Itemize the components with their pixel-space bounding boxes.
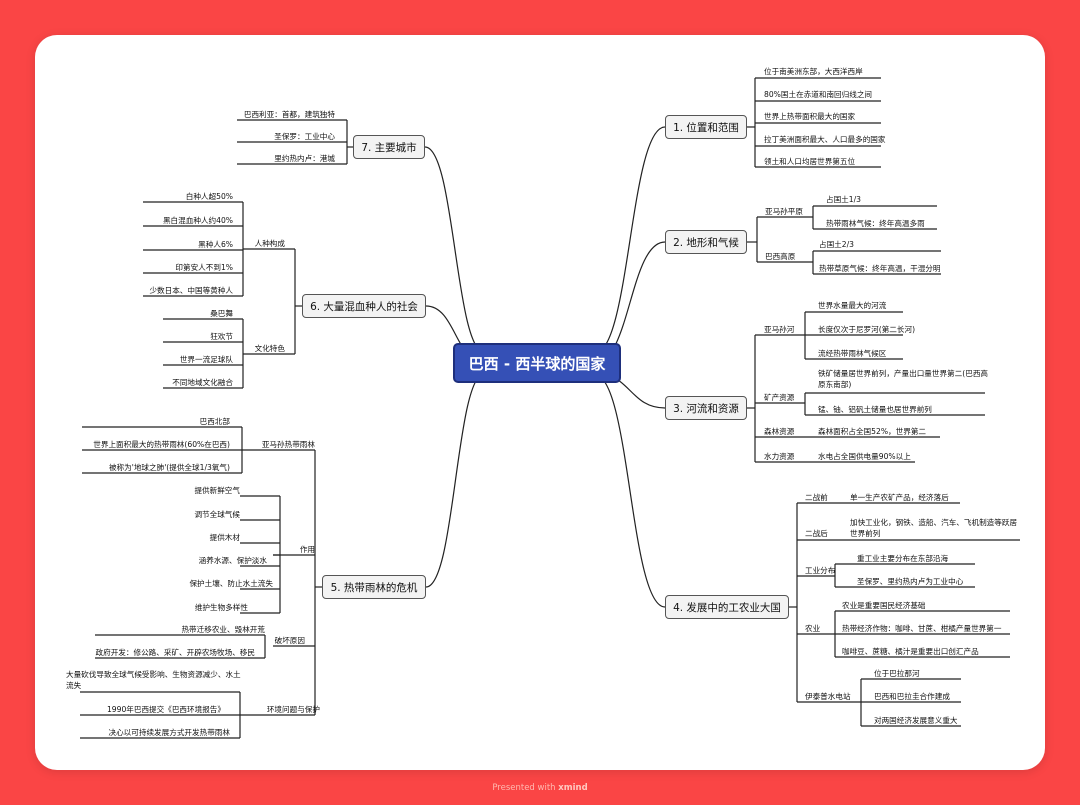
t1-item[interactable]: 世界上热带面积最大的国家	[764, 112, 856, 121]
t5-item[interactable]: 热带迁移农业、毁林开荒	[181, 625, 265, 634]
t4-item[interactable]: 热带经济作物：咖啡、甘蔗、柑橘产量世界第一	[842, 624, 1002, 633]
t1-item[interactable]: 80%国土在赤道和南回归线之间	[764, 90, 873, 99]
topic-rainforest-crisis[interactable]: 5. 热带雨林的危机	[322, 575, 426, 599]
t5-item[interactable]: 大量砍伐导致全球气候受影响、生物资源减少、水土流失	[66, 670, 241, 690]
t4-item[interactable]: 对两国经济发展意义重大	[874, 716, 958, 725]
t3-item[interactable]: 水电占全国供电量90%以上	[818, 452, 911, 461]
t6-item[interactable]: 白种人超50%	[185, 192, 233, 201]
t2-item[interactable]: 热带雨林气候：终年高温多雨	[826, 219, 925, 228]
t2-item[interactable]: 热带草原气候：终年高温，干湿分明	[819, 264, 941, 273]
t4-item[interactable]: 单一生产农矿产品，经济落后	[850, 493, 949, 502]
t3-item[interactable]: 铁矿储量居世界前列，产量出口量世界第二(巴西高原东南部)	[818, 369, 989, 389]
t4-item[interactable]: 巴西和巴拉圭合作建成	[874, 692, 950, 701]
topic-industry-agriculture[interactable]: 4. 发展中的工农业大国	[665, 595, 789, 619]
t5-item[interactable]: 涵养水源、保护淡水	[198, 556, 267, 565]
t2-item[interactable]: 占国土1/3	[826, 195, 862, 204]
t1-item[interactable]: 位于南美洲东部，大西洋西岸	[764, 67, 863, 76]
t5-sub-label[interactable]: 亚马孙热带雨林	[261, 440, 315, 449]
t4-item[interactable]: 咖啡豆、蔗糖、橘汁是重要出口创汇产品	[842, 647, 979, 656]
connector-line	[594, 374, 666, 608]
topic-major-cities[interactable]: 7. 主要城市	[353, 135, 425, 159]
t6-item[interactable]: 黑白混血种人约40%	[162, 216, 233, 225]
t4-sub-label[interactable]: 农业	[805, 624, 821, 633]
t7-item[interactable]: 圣保罗：工业中心	[274, 132, 335, 141]
t5-item[interactable]: 巴西北部	[199, 417, 230, 426]
connector-line	[594, 126, 666, 354]
t4-item[interactable]: 位于巴拉那河	[874, 669, 920, 678]
footer-prefix: Presented with	[492, 783, 556, 793]
topic-rivers-resources[interactable]: 3. 河流和资源	[665, 396, 747, 420]
t6-item[interactable]: 少数日本、中国等黄种人	[149, 286, 233, 295]
t5-item[interactable]: 提供新鲜空气	[194, 486, 240, 495]
t1-item[interactable]: 领土和人口均居世界第五位	[764, 157, 856, 166]
t5-item[interactable]: 维护生物多样性	[194, 603, 248, 612]
t5-item[interactable]: 世界上面积最大的热带雨林(60%在巴西)	[93, 440, 230, 449]
t3-item[interactable]: 世界水量最大的河流	[818, 301, 887, 310]
t5-sub-label[interactable]: 环境问题与保护	[266, 705, 320, 714]
t4-sub-label[interactable]: 二战后	[805, 529, 828, 538]
t5-item[interactable]: 决心以可持续发展方式开发热带雨林	[108, 728, 231, 737]
t4-item[interactable]: 加快工业化，钢铁、造船、汽车、飞机制造等跃居世界前列	[850, 518, 1018, 538]
t5-item[interactable]: 提供木材	[209, 533, 240, 542]
t1-item[interactable]: 拉丁美洲面积最大、人口最多的国家	[764, 135, 886, 144]
t4-sub-label[interactable]: 伊泰普水电站	[805, 692, 851, 701]
t3-sub-label[interactable]: 森林资源	[764, 427, 795, 436]
connector-line	[424, 146, 486, 354]
t3-item[interactable]: 森林面积占全国52%，世界第二	[818, 427, 927, 436]
t6-item[interactable]: 印第安人不到1%	[175, 263, 233, 272]
t5-item[interactable]: 1990年巴西提交《巴西环境报告》	[106, 705, 225, 714]
mindmap-canvas: 巴西 - 西半球的国家 1. 位置和范围 2. 地形和气候 3. 河流和资源 4…	[35, 35, 1045, 770]
t4-sub-label[interactable]: 二战前	[805, 493, 828, 502]
t3-item[interactable]: 流经热带雨林气候区	[818, 349, 887, 358]
t5-sub-label[interactable]: 破坏原因	[274, 636, 305, 645]
t4-item[interactable]: 农业是重要国民经济基础	[842, 601, 926, 610]
connector-line	[425, 372, 486, 588]
t5-item[interactable]: 保护土壤、防止水土流失	[189, 579, 273, 588]
t6-sub-label[interactable]: 文化特色	[254, 344, 285, 353]
t4-item[interactable]: 重工业主要分布在东部沿海	[857, 554, 949, 563]
t3-sub-label[interactable]: 亚马孙河	[764, 325, 795, 334]
t5-item[interactable]: 调节全球气候	[194, 510, 240, 519]
t5-item[interactable]: 被称为'地球之肺'(提供全球1/3氧气)	[108, 463, 230, 472]
t2-item[interactable]: 占国土2/3	[819, 240, 855, 249]
t4-item[interactable]: 圣保罗、里约热内卢为工业中心	[857, 577, 964, 586]
t7-item[interactable]: 巴西利亚：首都，建筑独特	[243, 110, 335, 119]
t6-item[interactable]: 不同地域文化融合	[172, 378, 233, 387]
t6-item[interactable]: 桑巴舞	[210, 309, 233, 318]
t6-item[interactable]: 世界一流足球队	[179, 355, 233, 364]
t3-item[interactable]: 长度仅次于尼罗河(第二长河)	[818, 325, 916, 334]
t3-sub-label[interactable]: 矿产资源	[764, 393, 795, 402]
topic-location[interactable]: 1. 位置和范围	[665, 115, 747, 139]
t5-sub-label[interactable]: 作用	[299, 545, 315, 554]
central-topic[interactable]: 巴西 - 西半球的国家	[453, 343, 621, 383]
t5-item[interactable]: 政府开发：修公路、采矿、开辟农场牧场、移民	[95, 648, 255, 657]
t4-sub-label[interactable]: 工业分布	[805, 566, 836, 575]
footer-brand: xmind	[558, 783, 588, 793]
t7-item[interactable]: 里约热内卢：港城	[274, 154, 335, 163]
t2-sub-label[interactable]: 巴西高原	[765, 252, 796, 261]
footer-attribution: Presented with xmind	[0, 783, 1080, 793]
t3-sub-label[interactable]: 水力资源	[764, 452, 795, 461]
topic-terrain-climate[interactable]: 2. 地形和气候	[665, 230, 747, 254]
t6-sub-label[interactable]: 人种构成	[254, 239, 285, 248]
t2-sub-label[interactable]: 亚马孙平原	[765, 207, 803, 216]
t3-item[interactable]: 锰、铀、铝矾土储量也居世界前列	[818, 405, 932, 414]
topic-mixed-society[interactable]: 6. 大量混血种人的社会	[302, 294, 426, 318]
connector-lines	[80, 77, 1020, 739]
t6-item[interactable]: 黑种人6%	[198, 240, 233, 249]
t6-item[interactable]: 狂欢节	[210, 332, 233, 341]
